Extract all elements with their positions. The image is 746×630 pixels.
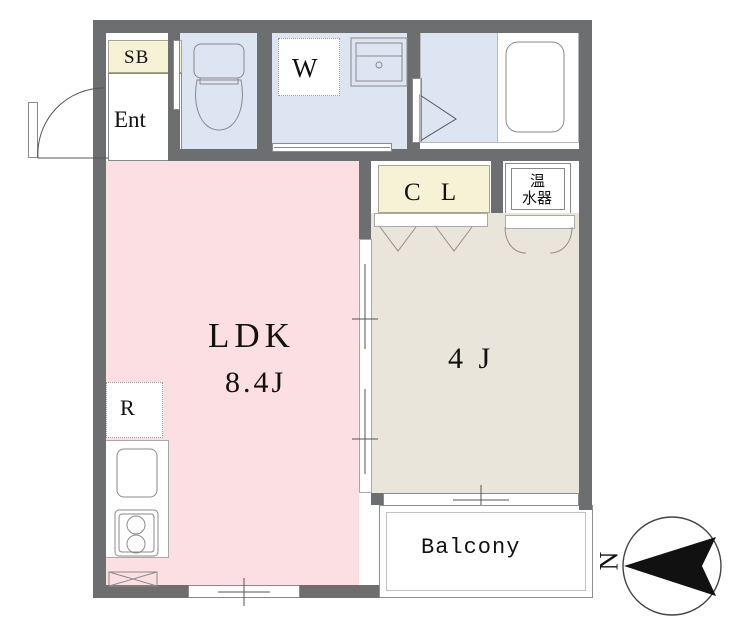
washer-label: W: [292, 53, 318, 83]
entrance-door-swing: [37, 87, 108, 159]
water-heater-inner: [511, 168, 565, 210]
exterior-wall-right: [579, 20, 592, 498]
entrance-label: Ent: [114, 107, 146, 132]
room-4j: [371, 231, 579, 493]
room-4j-label: 4 J: [448, 342, 495, 375]
bath-inner-outline: [420, 33, 579, 143]
washroom-sliding-door-lines: [274, 147, 390, 148]
wall-ldk-right-upper: [359, 161, 371, 239]
vanity-sink-icon: [350, 37, 408, 87]
entrance-door-panel: [28, 102, 38, 158]
bath-tub-area: [497, 33, 579, 143]
compass-north-label: N: [594, 551, 624, 571]
ldk-window-bottom-marks: [218, 578, 270, 606]
wall-toilet-right: [257, 33, 272, 161]
exterior-wall-top: [93, 20, 592, 33]
washing-machine-space: [278, 38, 340, 96]
ldk-area-label: 8.4J: [225, 366, 287, 399]
wall-top-band-bottom: [168, 149, 579, 161]
bathtub-icon: [505, 41, 565, 133]
water-heater-label-line1: 温: [530, 172, 546, 190]
kitchen-sink-icon: [116, 448, 158, 498]
closet-folding-door-marks: [379, 226, 573, 254]
refrigerator-label: R: [120, 395, 135, 420]
shoe-box-label: SB: [124, 47, 150, 68]
toilet-door: [173, 40, 180, 110]
exterior-wall-left: [93, 20, 106, 598]
ldk-4j-sliding-door-marks: [352, 264, 378, 474]
balcony: [379, 505, 593, 598]
ldk-4j-sliding-door: [359, 239, 372, 493]
balcony-label: Balcony: [421, 535, 521, 560]
closet-label: C L: [404, 179, 464, 206]
water-heater-label-line2: 水器: [522, 189, 553, 207]
closet-door-panel: [374, 213, 488, 227]
closet-cl: [378, 165, 490, 213]
wall-right-lower-stub: [579, 480, 592, 510]
ldk-label: LDK: [208, 316, 295, 355]
meter-box-icon: [108, 571, 158, 587]
water-heater-door-panel: [505, 215, 575, 229]
gas-stove-icon: [114, 509, 159, 557]
refrigerator-space: [106, 382, 163, 438]
toilet-icon: [193, 43, 245, 131]
bath-door-frame: [412, 78, 422, 143]
compass: [620, 514, 724, 618]
balcony-inner-outline: [386, 512, 586, 591]
